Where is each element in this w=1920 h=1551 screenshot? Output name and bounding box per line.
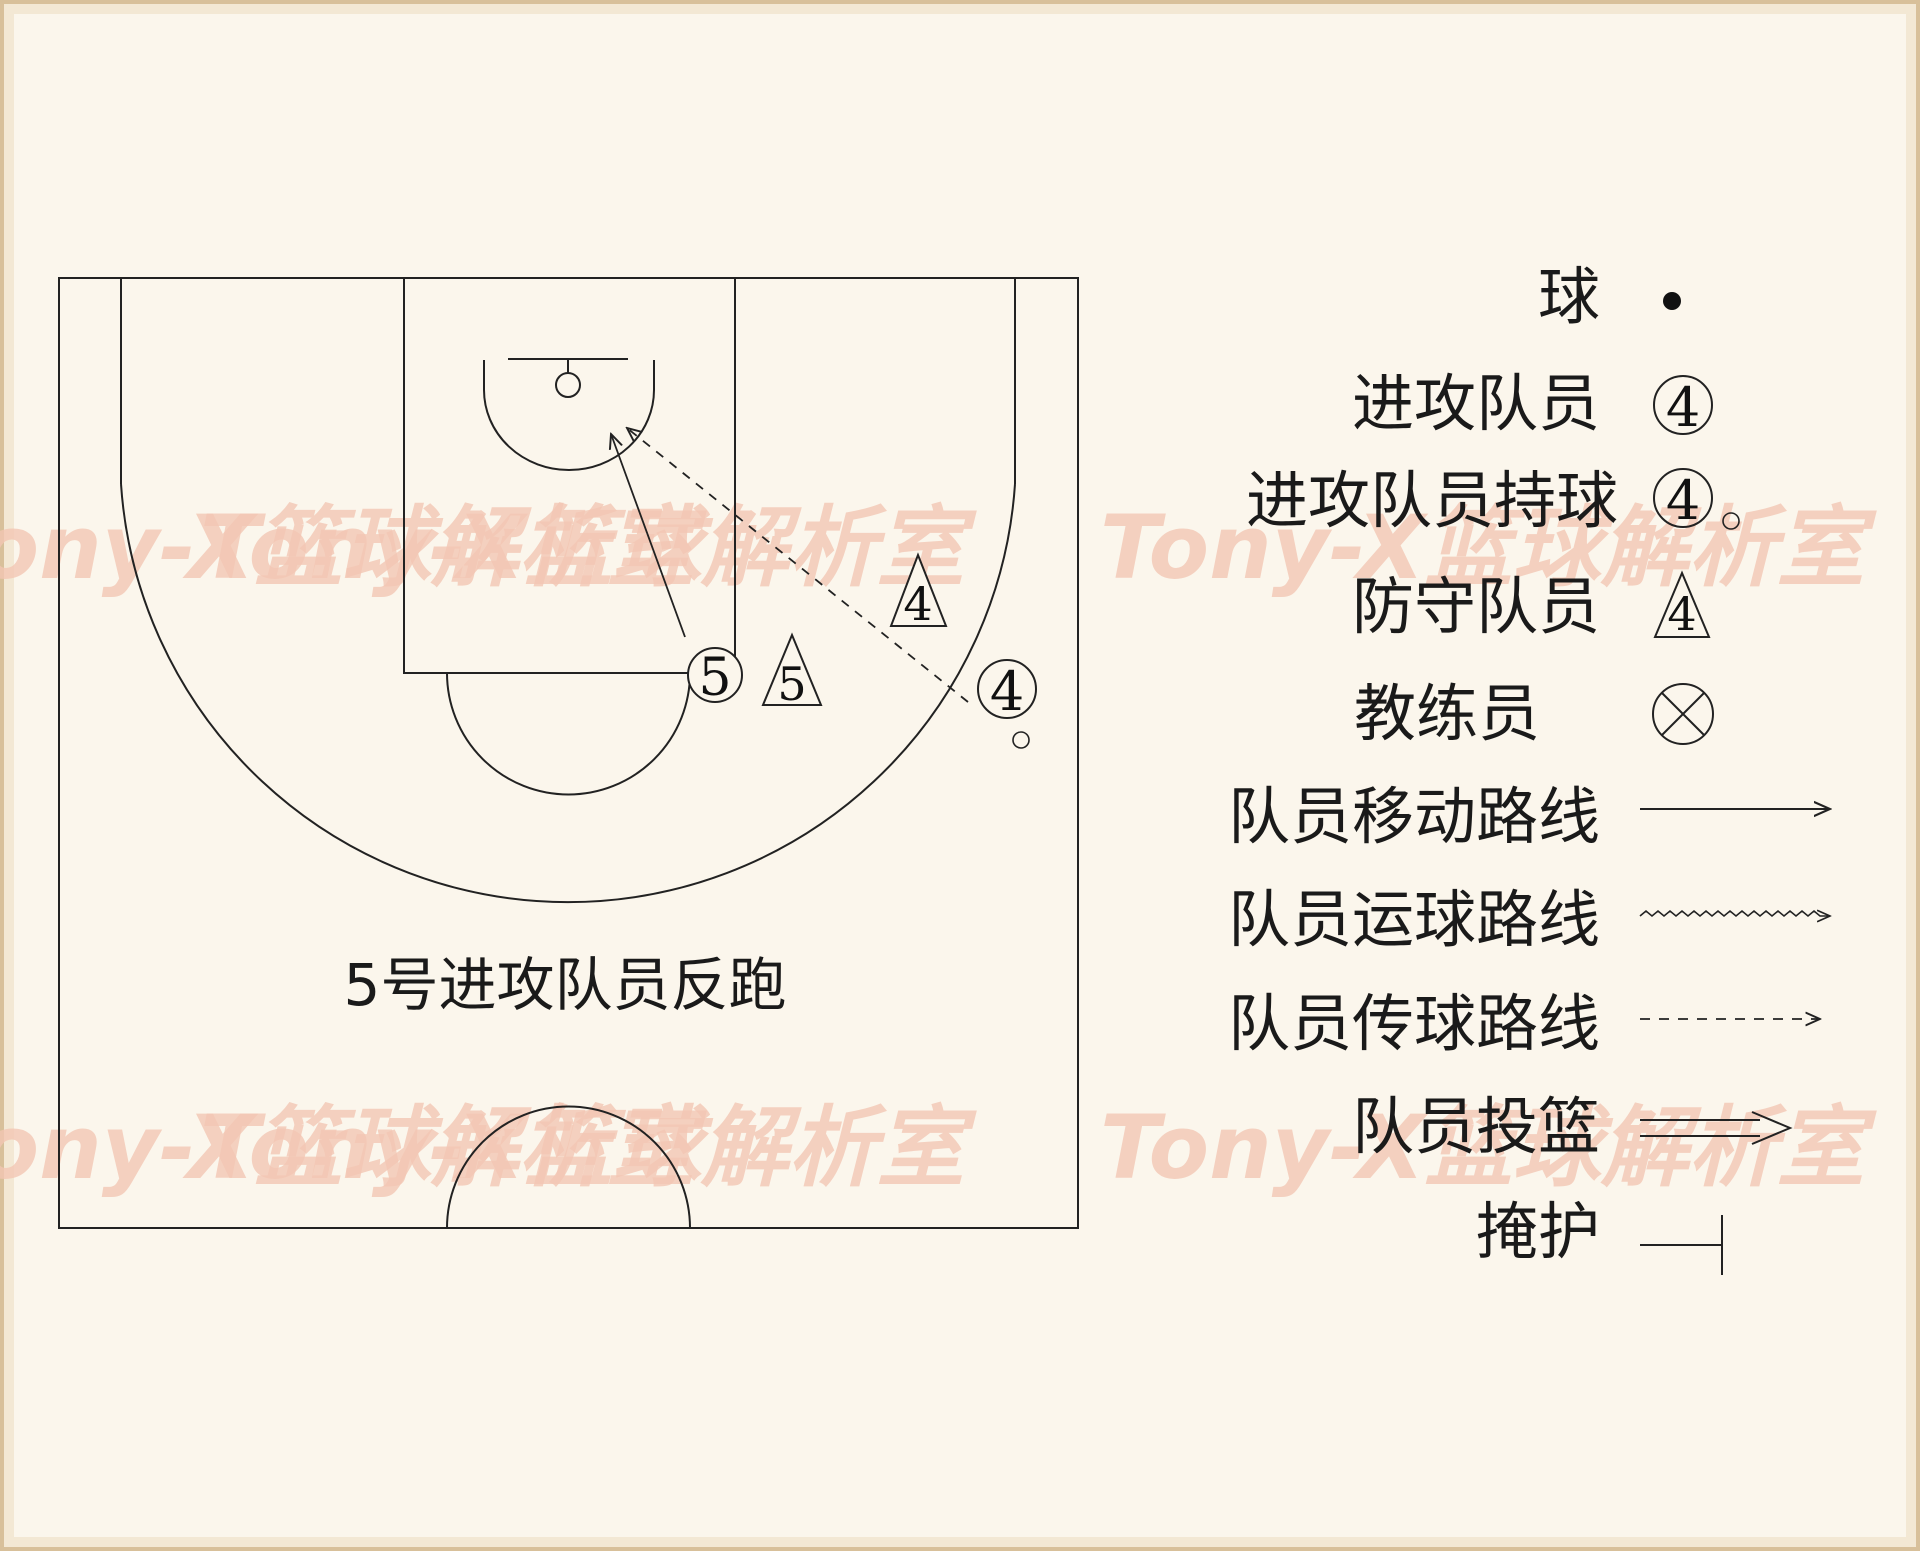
legend-label: 队员移动路线	[1228, 780, 1600, 853]
legend-label: 队员传球路线	[1228, 987, 1600, 1060]
watermark: Tony-X篮球解析室	[200, 1096, 978, 1199]
legend-label: 球	[1538, 260, 1600, 333]
player-number: 5	[698, 648, 731, 708]
defense-player-icon	[1653, 570, 1711, 638]
player-number: 4	[1667, 587, 1696, 641]
ball-icon	[1722, 512, 1740, 530]
court-boundary	[58, 277, 1079, 1229]
player-number: 4	[1666, 469, 1700, 532]
player-5-cut-path	[611, 434, 686, 638]
half-court	[58, 277, 1079, 1229]
legend-shot: 队员投篮	[1352, 1090, 1793, 1163]
defense-player-4: 4	[889, 552, 948, 631]
shot-arrow-icon	[1640, 1111, 1793, 1145]
offense-player-circle	[977, 659, 1037, 719]
watermark: Tony-X篮球解析室	[1100, 496, 1878, 599]
legend: 球 进攻队员 4 进攻队员持球 4 防守队员 4 教练员 队员移动路线	[1228, 260, 1830, 1275]
watermark-group: Tony-X篮球解析室 Tony-X篮球解析室 Tony-X篮球解析室 Tony…	[0, 496, 1878, 1199]
ball-icon	[1663, 292, 1681, 310]
coach-icon	[1652, 683, 1714, 745]
ball-icon	[1012, 731, 1030, 749]
free-throw-lane	[403, 277, 736, 674]
free-throw-circle	[446, 672, 691, 796]
legend-label: 掩护	[1476, 1195, 1600, 1268]
legend-offense-with-ball: 进攻队员持球 4	[1246, 464, 1740, 537]
player-number: 4	[903, 577, 932, 631]
center-circle	[446, 1105, 691, 1229]
legend-dribble-path: 队员运球路线	[1228, 883, 1830, 956]
watermark: Tony-X篮球解析室	[0, 1096, 708, 1199]
defense-player-triangle	[761, 632, 823, 706]
play-diagram: 5 5 4 4 5号进攻队员反跑	[344, 428, 1037, 1019]
legend-label: 进攻队员持球	[1246, 464, 1618, 537]
basket-rim	[555, 372, 581, 398]
legend-label: 队员运球路线	[1228, 883, 1600, 956]
legend-label: 进攻队员	[1352, 367, 1600, 440]
watermark: Tony-X篮球解析室	[0, 496, 708, 599]
legend-coach: 教练员	[1354, 677, 1714, 750]
legend-pass-path: 队员传球路线	[1228, 987, 1820, 1060]
watermark: Tony-X篮球解析室	[200, 496, 978, 599]
legend-offense-player: 进攻队员 4	[1352, 367, 1713, 440]
offense-player-5: 5	[687, 647, 743, 708]
offense-player-4-with-ball: 4	[977, 659, 1037, 749]
player-number: 4	[990, 660, 1024, 723]
watermark: Tony-X篮球解析室	[1100, 1096, 1878, 1199]
defense-player-triangle	[889, 552, 948, 627]
legend-label: 队员投篮	[1352, 1090, 1600, 1163]
legend-move-path: 队员移动路线	[1228, 780, 1830, 853]
play-caption: 5号进攻队员反跑	[344, 951, 787, 1019]
offense-player-icon	[1653, 468, 1713, 528]
player-number: 4	[1666, 376, 1700, 439]
legend-defense-player: 防守队员 4	[1352, 570, 1711, 643]
dribble-path-arrow-icon	[1639, 911, 1830, 916]
offense-player-icon	[1653, 375, 1713, 435]
restricted-area	[483, 360, 655, 471]
legend-label: 防守队员	[1352, 570, 1600, 643]
legend-ball: 球	[1538, 260, 1681, 333]
defense-player-5: 5	[761, 632, 823, 711]
offense-player-circle	[687, 647, 743, 703]
three-point-arc	[120, 483, 1016, 903]
player-number: 5	[777, 657, 806, 711]
pass-path	[627, 428, 969, 703]
legend-label: 教练员	[1354, 677, 1540, 750]
legend-screen: 掩护	[1476, 1195, 1723, 1275]
